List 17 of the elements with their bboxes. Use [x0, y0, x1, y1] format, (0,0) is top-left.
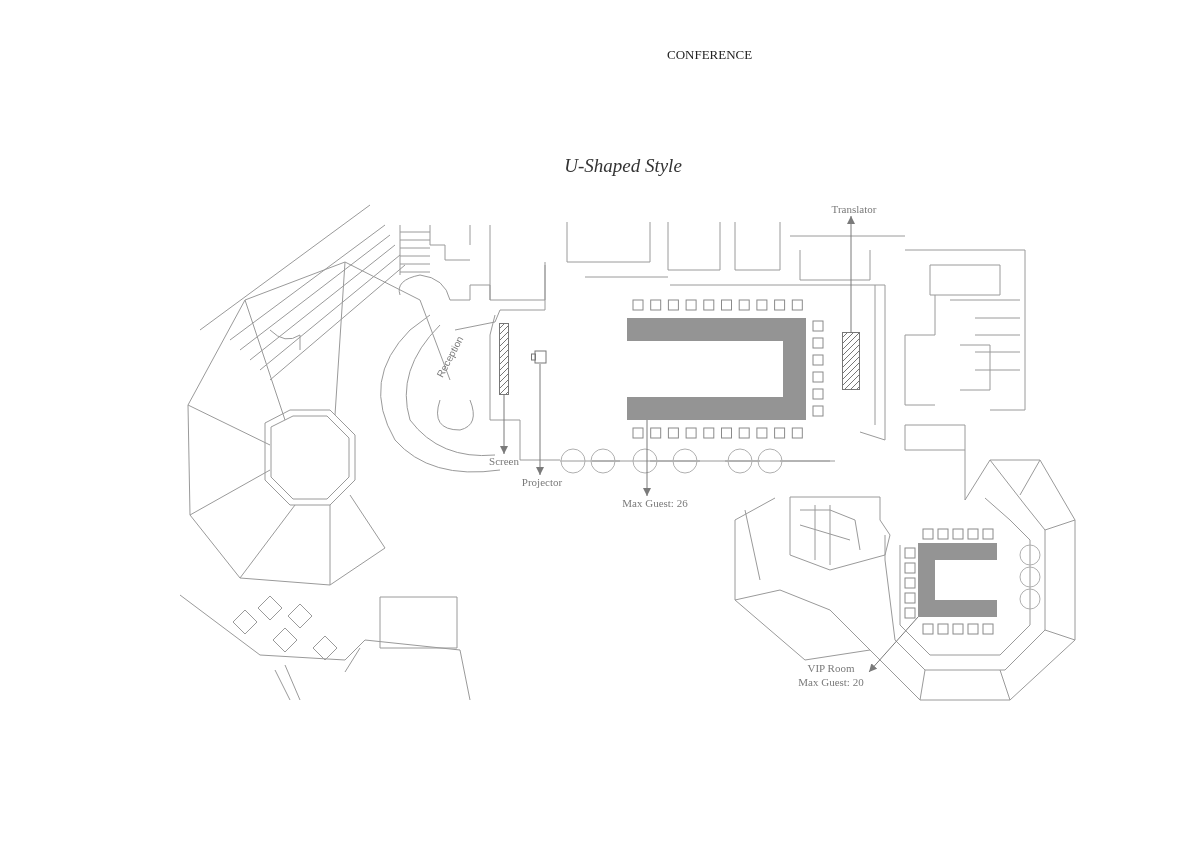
callout-label: Projector: [518, 475, 566, 489]
leader-line: [868, 616, 919, 673]
section-heading: CONFERENCE: [667, 48, 753, 62]
callout-label: VIP Room Max Guest: 20: [793, 661, 869, 689]
projector-icon: [531, 350, 547, 364]
leader-line: [500, 394, 508, 455]
screen: [499, 323, 509, 395]
callout-label: Translator: [826, 202, 882, 216]
callout-label: Screen: [486, 454, 522, 468]
title: U-Shaped Style: [563, 154, 683, 178]
leader-line: [643, 419, 651, 497]
translator-booth: [842, 332, 860, 390]
u-shaped-table: [627, 318, 806, 420]
u-shaped-table: [918, 543, 997, 617]
callout-label: Max Guest: 26: [617, 496, 693, 510]
leader-line: [536, 363, 544, 476]
leader-line: [847, 215, 855, 333]
